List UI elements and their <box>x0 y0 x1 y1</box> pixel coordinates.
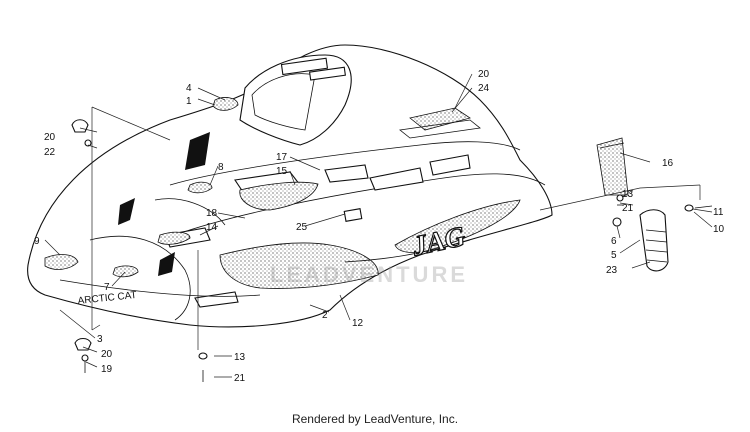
jag-decal-swoosh <box>394 199 521 253</box>
watermark: LEADVENTURE <box>270 262 469 287</box>
callout-15: 15 <box>276 166 288 177</box>
callout-23: 22 <box>44 147 56 158</box>
callout-2: 2 <box>322 310 328 321</box>
callout-13b: 13 <box>234 352 246 363</box>
callout-16: 16 <box>662 158 674 169</box>
callout-9: 9 <box>34 236 40 247</box>
leader-lines <box>44 73 713 378</box>
roof-vent <box>280 57 329 76</box>
callout-1: 1 <box>186 96 192 107</box>
callout-25: 23 <box>606 265 618 276</box>
callout-8: 8 <box>218 162 224 173</box>
callout-20b: 20 <box>101 349 113 360</box>
callout-labels: 4 1 20 24 20 22 8 17 15 16 13 21 11 10 1… <box>34 69 725 384</box>
callout-19: 19 <box>101 364 113 375</box>
callout-3: 3 <box>97 334 103 345</box>
callout-20a: 20 <box>44 132 56 143</box>
callout-12: 12 <box>352 318 364 329</box>
handle-grip <box>639 209 669 272</box>
callout-7: 7 <box>104 282 110 293</box>
callout-18: 17 <box>276 152 288 163</box>
footer-credit: Rendered by LeadVenture, Inc. <box>291 412 459 426</box>
side-panel-16 <box>596 137 629 196</box>
callout-5: 5 <box>611 250 617 261</box>
vent-cover <box>343 208 363 222</box>
side-hardware <box>596 137 713 272</box>
callout-17: 18 <box>206 208 218 219</box>
callout-13a: 13 <box>622 189 634 200</box>
callout-21b: 21 <box>234 373 246 384</box>
callout-11: 11 <box>713 207 724 218</box>
callout-10: 10 <box>713 224 725 235</box>
rear-decal <box>409 107 471 131</box>
callout-24: 24 <box>478 83 490 94</box>
callout-21a: 21 <box>622 203 634 214</box>
callout-6: 6 <box>611 236 617 247</box>
callout-14: 14 <box>206 222 218 233</box>
side-decal <box>219 242 379 289</box>
callout-26: 25 <box>296 222 308 233</box>
callout-22: 20 <box>478 69 490 80</box>
callout-4: 4 <box>186 83 192 94</box>
